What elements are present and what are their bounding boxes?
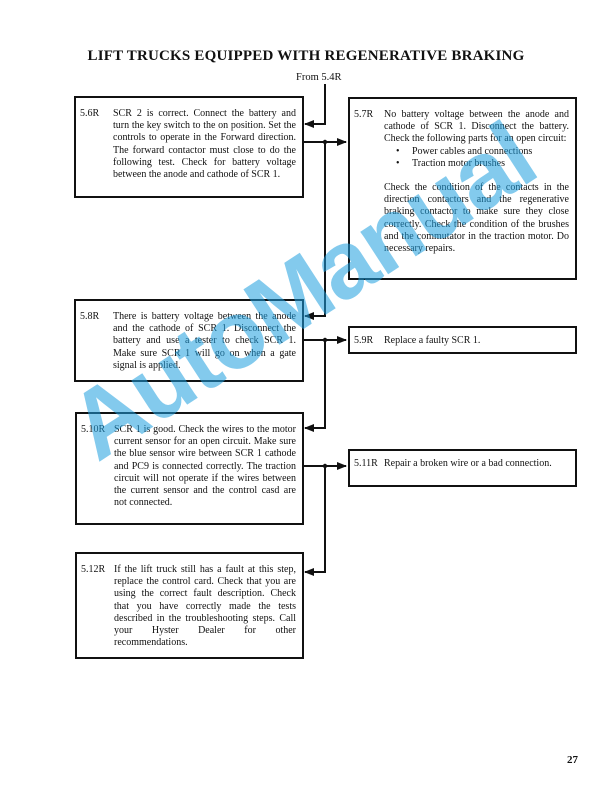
- step-box-5-6r: 5.6R SCR 2 is correct. Connect the batte…: [74, 96, 304, 198]
- step-box-5-10r: 5.10R SCR 1 is good. Check the wires to …: [75, 412, 304, 525]
- step-number: 5.10R: [81, 424, 106, 435]
- step-number: 5.9R: [354, 335, 374, 346]
- step-text: No battery voltage between the anode and…: [384, 109, 569, 255]
- parts-list: Power cables and connections Traction mo…: [384, 146, 569, 171]
- step-text: Replace a faulty SCR 1.: [384, 335, 481, 346]
- step-number: 5.6R: [80, 108, 100, 119]
- step-number: 5.7R: [354, 109, 374, 120]
- step-box-5-7r: 5.7R No battery voltage between the anod…: [348, 97, 577, 280]
- step-box-5-12r: 5.12R If the lift truck still has a faul…: [75, 552, 304, 659]
- list-item: Power cables and connections: [396, 146, 569, 158]
- step-box-5-11r: 5.11R Repair a broken wire or a bad conn…: [348, 449, 577, 487]
- step-number: 5.11R: [354, 458, 378, 469]
- step-number: 5.12R: [81, 564, 106, 575]
- step-text: SCR 2 is correct. Connect the battery an…: [113, 108, 296, 181]
- step-text: Repair a broken wire or a bad connection…: [384, 458, 552, 469]
- step-text: There is battery voltage between the ano…: [113, 311, 296, 371]
- list-item: Traction motor brushes: [396, 158, 569, 170]
- step-text: SCR 1 is good. Check the wires to the mo…: [114, 424, 296, 509]
- page-number: 27: [567, 754, 578, 766]
- step-box-5-8r: 5.8R There is battery voltage between th…: [74, 299, 304, 382]
- step-number: 5.8R: [80, 311, 100, 322]
- entry-label: From 5.4R: [296, 72, 342, 83]
- page-title: LIFT TRUCKS EQUIPPED WITH REGENERATIVE B…: [87, 48, 525, 64]
- step-box-5-9r: 5.9R Replace a faulty SCR 1.: [348, 326, 577, 354]
- step-text: If the lift truck still has a fault at t…: [114, 564, 296, 649]
